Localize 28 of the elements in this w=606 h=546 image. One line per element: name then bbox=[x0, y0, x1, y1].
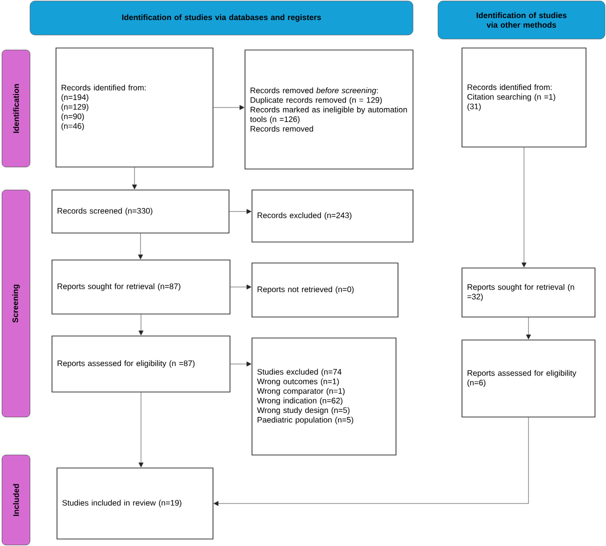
arrow bbox=[138, 233, 143, 260]
process-box: Reports assessed for eligibility (n=6) bbox=[462, 340, 596, 418]
arrow bbox=[230, 284, 252, 290]
process-box: Studies included in review (n=19) bbox=[56, 468, 214, 540]
section-header: Identification of studies via databases and registers bbox=[30, 0, 414, 36]
section-header: Identification of studies via other methods bbox=[438, 0, 606, 40]
process-box: Records identified from: Citation searching (n =1) (31) bbox=[462, 48, 586, 148]
process-box: Records excluded (n=243) bbox=[252, 190, 414, 242]
phase-label: Screening bbox=[2, 190, 30, 418]
process-box: Studies excluded (n=74 Wrong outcomes (n=1) Wrong comparator (n=1) Wrong indication (n=62) Wrong study design (n=5) Paediatric population (n=5) bbox=[252, 338, 396, 456]
process-box: Reports assessed for eligibility (n =87) bbox=[52, 336, 230, 392]
arrow bbox=[132, 167, 137, 190]
phase-label: Identification bbox=[2, 50, 30, 168]
arrow bbox=[138, 392, 144, 468]
arrow bbox=[214, 417, 529, 506]
process-box: Records screened (n=330) bbox=[52, 190, 230, 234]
arrow bbox=[229, 209, 252, 214]
process-box: Reports sought for retrieval (n=87) bbox=[52, 260, 230, 314]
process-box: Reports sought for retrieval (n =32) bbox=[462, 268, 596, 318]
process-box: Records identified from: (n=194) (n=129) (n=90) (n=46) bbox=[56, 48, 214, 168]
arrow bbox=[526, 317, 531, 340]
arrow bbox=[138, 314, 144, 336]
phase-label: Included bbox=[2, 454, 30, 546]
arrow bbox=[522, 147, 526, 268]
process-box: Reports not retrieved (n=0) bbox=[252, 262, 398, 318]
process-box: Records removed before screening: Duplicate records removed (n = 129) Records marked as ineligible by automation tools (n =126) Records removed bbox=[244, 50, 414, 170]
arrow bbox=[213, 105, 244, 110]
arrow bbox=[230, 362, 252, 366]
